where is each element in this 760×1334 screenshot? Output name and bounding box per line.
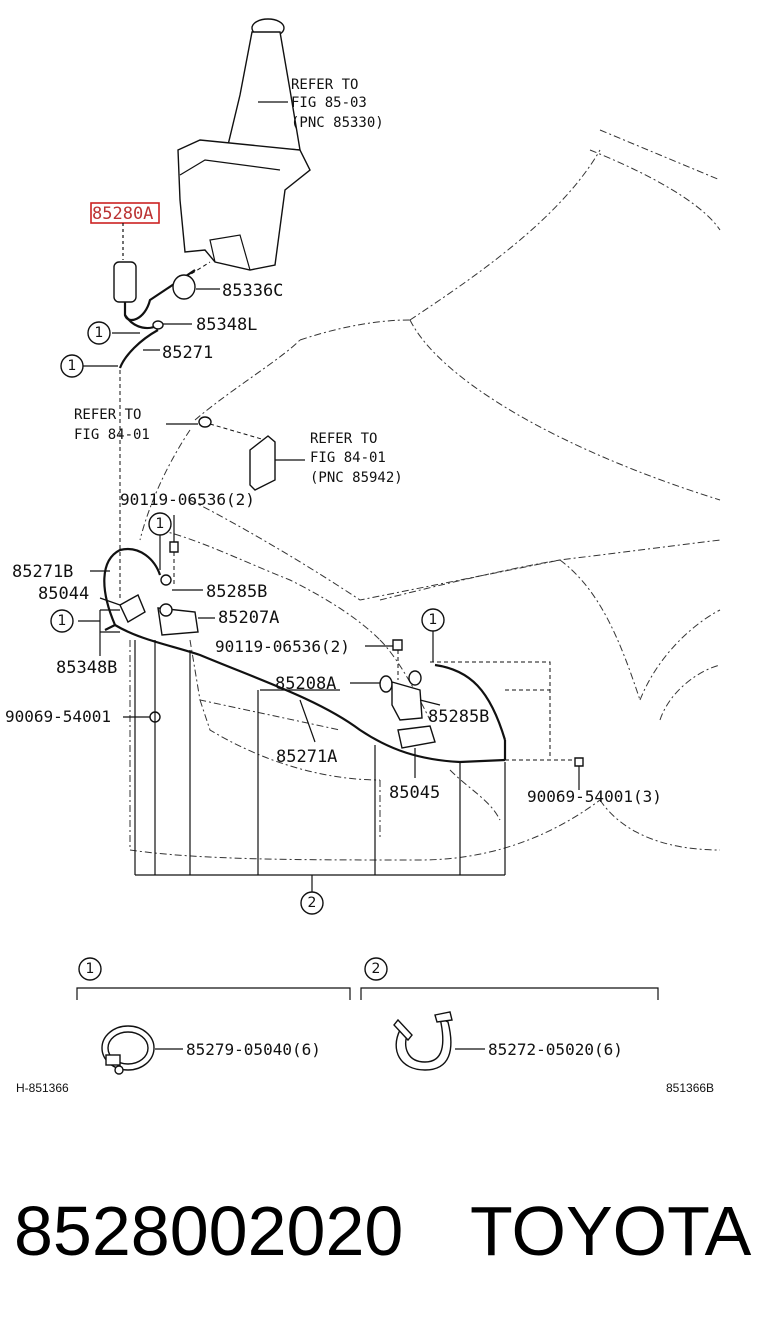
label-90069-right: 90069-54001(3) xyxy=(527,787,662,806)
clamp-85272-icon xyxy=(393,1011,485,1071)
brand-name: TOYOTA xyxy=(470,1192,752,1270)
label-90119-top: 90119-06536(2) xyxy=(120,490,255,509)
refer-3-line-2: FIG 84-01 xyxy=(310,450,386,466)
marker-2-a: 2 xyxy=(308,895,317,911)
label-85271a: 85271A xyxy=(276,747,337,767)
legend-brackets xyxy=(76,987,659,1000)
hose-85271b xyxy=(103,547,507,764)
label-85279: 85279-05040(6) xyxy=(186,1040,321,1059)
actuator-85207a xyxy=(157,574,215,636)
hose-85271 xyxy=(83,314,192,600)
bracket-85942 xyxy=(249,435,305,491)
marker-1-a: 1 xyxy=(95,325,104,341)
refer-3-line-1: REFER TO xyxy=(310,431,377,447)
code-right: 851366B xyxy=(666,1081,714,1095)
clamp-positions-2 xyxy=(134,640,506,892)
clip-ref-84-01 xyxy=(166,416,266,441)
legend-marker-2: 2 xyxy=(372,961,381,977)
refer-1-line-3: (PNC 85330) xyxy=(291,115,384,131)
label-85044: 85044 xyxy=(38,584,89,604)
actuator-85208a xyxy=(350,639,441,721)
label-85285b-right: 85285B xyxy=(428,707,489,727)
washer-tank xyxy=(177,18,311,271)
marker-1-b: 1 xyxy=(68,358,77,374)
label-85280a: 85280A xyxy=(92,204,153,224)
label-85348b: 85348B xyxy=(56,658,117,678)
marker-1-c: 1 xyxy=(156,516,165,532)
legend-marker-1: 1 xyxy=(86,961,95,977)
marker-circles: 1 1 1 1 1 2 1 2 xyxy=(50,321,445,981)
refer-2-line-2: FIG 84-01 xyxy=(74,427,150,443)
part-number: 8528002020 xyxy=(14,1192,403,1270)
label-85348l: 85348L xyxy=(196,315,257,335)
label-85336c: 85336C xyxy=(222,281,283,301)
washer-pump xyxy=(113,261,211,322)
refer-2-line-1: REFER TO xyxy=(74,407,141,423)
label-85207a: 85207A xyxy=(218,608,279,628)
marker-1-e: 1 xyxy=(429,612,438,628)
refer-3-line-3: (PNC 85942) xyxy=(310,470,403,486)
marker-1-leaders xyxy=(78,535,434,662)
marker-1-d: 1 xyxy=(58,613,67,629)
label-90069-left: 90069-54001 xyxy=(5,707,111,726)
label-85045: 85045 xyxy=(389,783,440,803)
leaders-85271a xyxy=(260,689,340,743)
label-85285b-left: 85285B xyxy=(206,582,267,602)
highlight-box xyxy=(90,202,160,224)
figure-codes: H-851366 851366B xyxy=(16,1081,714,1095)
clamp-85279-icon xyxy=(101,1025,183,1075)
refer-1-line-1: REFER TO xyxy=(291,77,358,93)
label-90119-bottom: 90119-06536(2) xyxy=(215,637,350,656)
nozzle-85044 xyxy=(99,594,146,623)
bolt-90119-top xyxy=(169,515,179,585)
grommet-85336c xyxy=(172,274,220,300)
label-85272: 85272-05020(6) xyxy=(488,1040,623,1059)
code-left: H-851366 xyxy=(16,1081,69,1095)
label-85271: 85271 xyxy=(162,343,213,363)
refer-1-line-2: FIG 85-03 xyxy=(291,95,367,111)
nozzle-85045 xyxy=(397,725,436,778)
refer-labels: REFER TO FIG 85-03 (PNC 85330) REFER TO … xyxy=(74,77,403,486)
footer: 8528002020 TOYOTA xyxy=(14,1192,752,1270)
label-85208a: 85208A xyxy=(275,674,336,694)
part-labels: 85280A 85336C 85348L 85271 90119-06536(2… xyxy=(5,204,662,1059)
routing-guides xyxy=(430,661,575,761)
label-85271b: 85271B xyxy=(12,562,73,582)
clip-90069-right xyxy=(574,757,584,790)
